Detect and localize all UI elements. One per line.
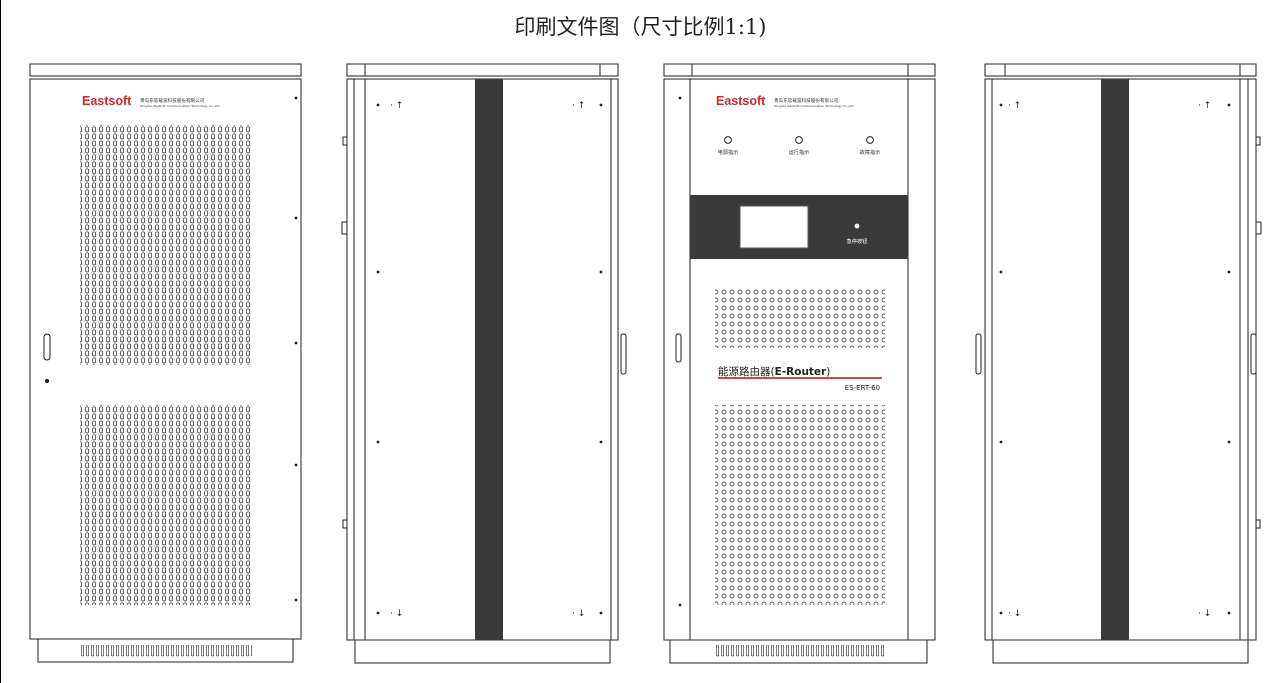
front-panel-labels: Eastsoft 青岛东软载波科技股份有限公司 Qingdao Eastsoft… (716, 94, 880, 392)
cabinet-side-left: · ↑ · ↑ · ↓ · ↓ (341, 63, 619, 664)
indicator-label-fault: 故障指示 (860, 148, 881, 156)
cabinet-side-right: · ↑ · ↑ · ↓ · ↓ (975, 63, 1262, 664)
company-name-en: Qingdao Eastsoft Communication Technolog… (140, 104, 220, 108)
cabinet-front-panel (620, 63, 936, 664)
svg-text:· ↑: · ↑ (1008, 101, 1021, 111)
svg-text:· ↓: · ↓ (390, 609, 403, 619)
page-title: 印刷文件图（尺寸比例1:1) (514, 15, 767, 39)
emergency-stop-label: 急停按钮 (847, 237, 868, 245)
product-name-en: E-Router (775, 366, 827, 378)
product-name: 能源路由器(E-Router) (718, 365, 830, 378)
page-border (0, 0, 1, 683)
product-name-cn: 能源路由器 (718, 365, 771, 378)
svg-text:· ↑: · ↑ (572, 101, 585, 111)
svg-text:· ↑: · ↑ (1198, 101, 1211, 111)
product-model: ES-ERT-60 (845, 384, 880, 392)
svg-text:· ↑: · ↑ (390, 101, 403, 111)
svg-text:· ↓: · ↓ (1198, 609, 1211, 619)
brand-logo: Eastsoft 青岛东软载波科技股份有限公司 Qingdao Eastsoft… (82, 94, 220, 108)
company-name-en-panel: Qingdao Eastsoft Communication Technolog… (774, 104, 854, 108)
cabinet-front-vented (29, 63, 302, 663)
company-name-cn: 青岛东软载波科技股份有限公司 (140, 97, 205, 104)
company-name-cn-panel: 青岛东软载波科技股份有限公司 (774, 97, 839, 104)
logo-text-panel: Eastsoft (716, 94, 766, 108)
logo-text: Eastsoft (82, 94, 132, 108)
svg-text:· ↓: · ↓ (572, 609, 585, 619)
indicator-label-power: 电源指示 (718, 148, 739, 156)
svg-text:· ↓: · ↓ (1008, 609, 1021, 619)
indicator-label-run: 运行指示 (789, 148, 810, 156)
